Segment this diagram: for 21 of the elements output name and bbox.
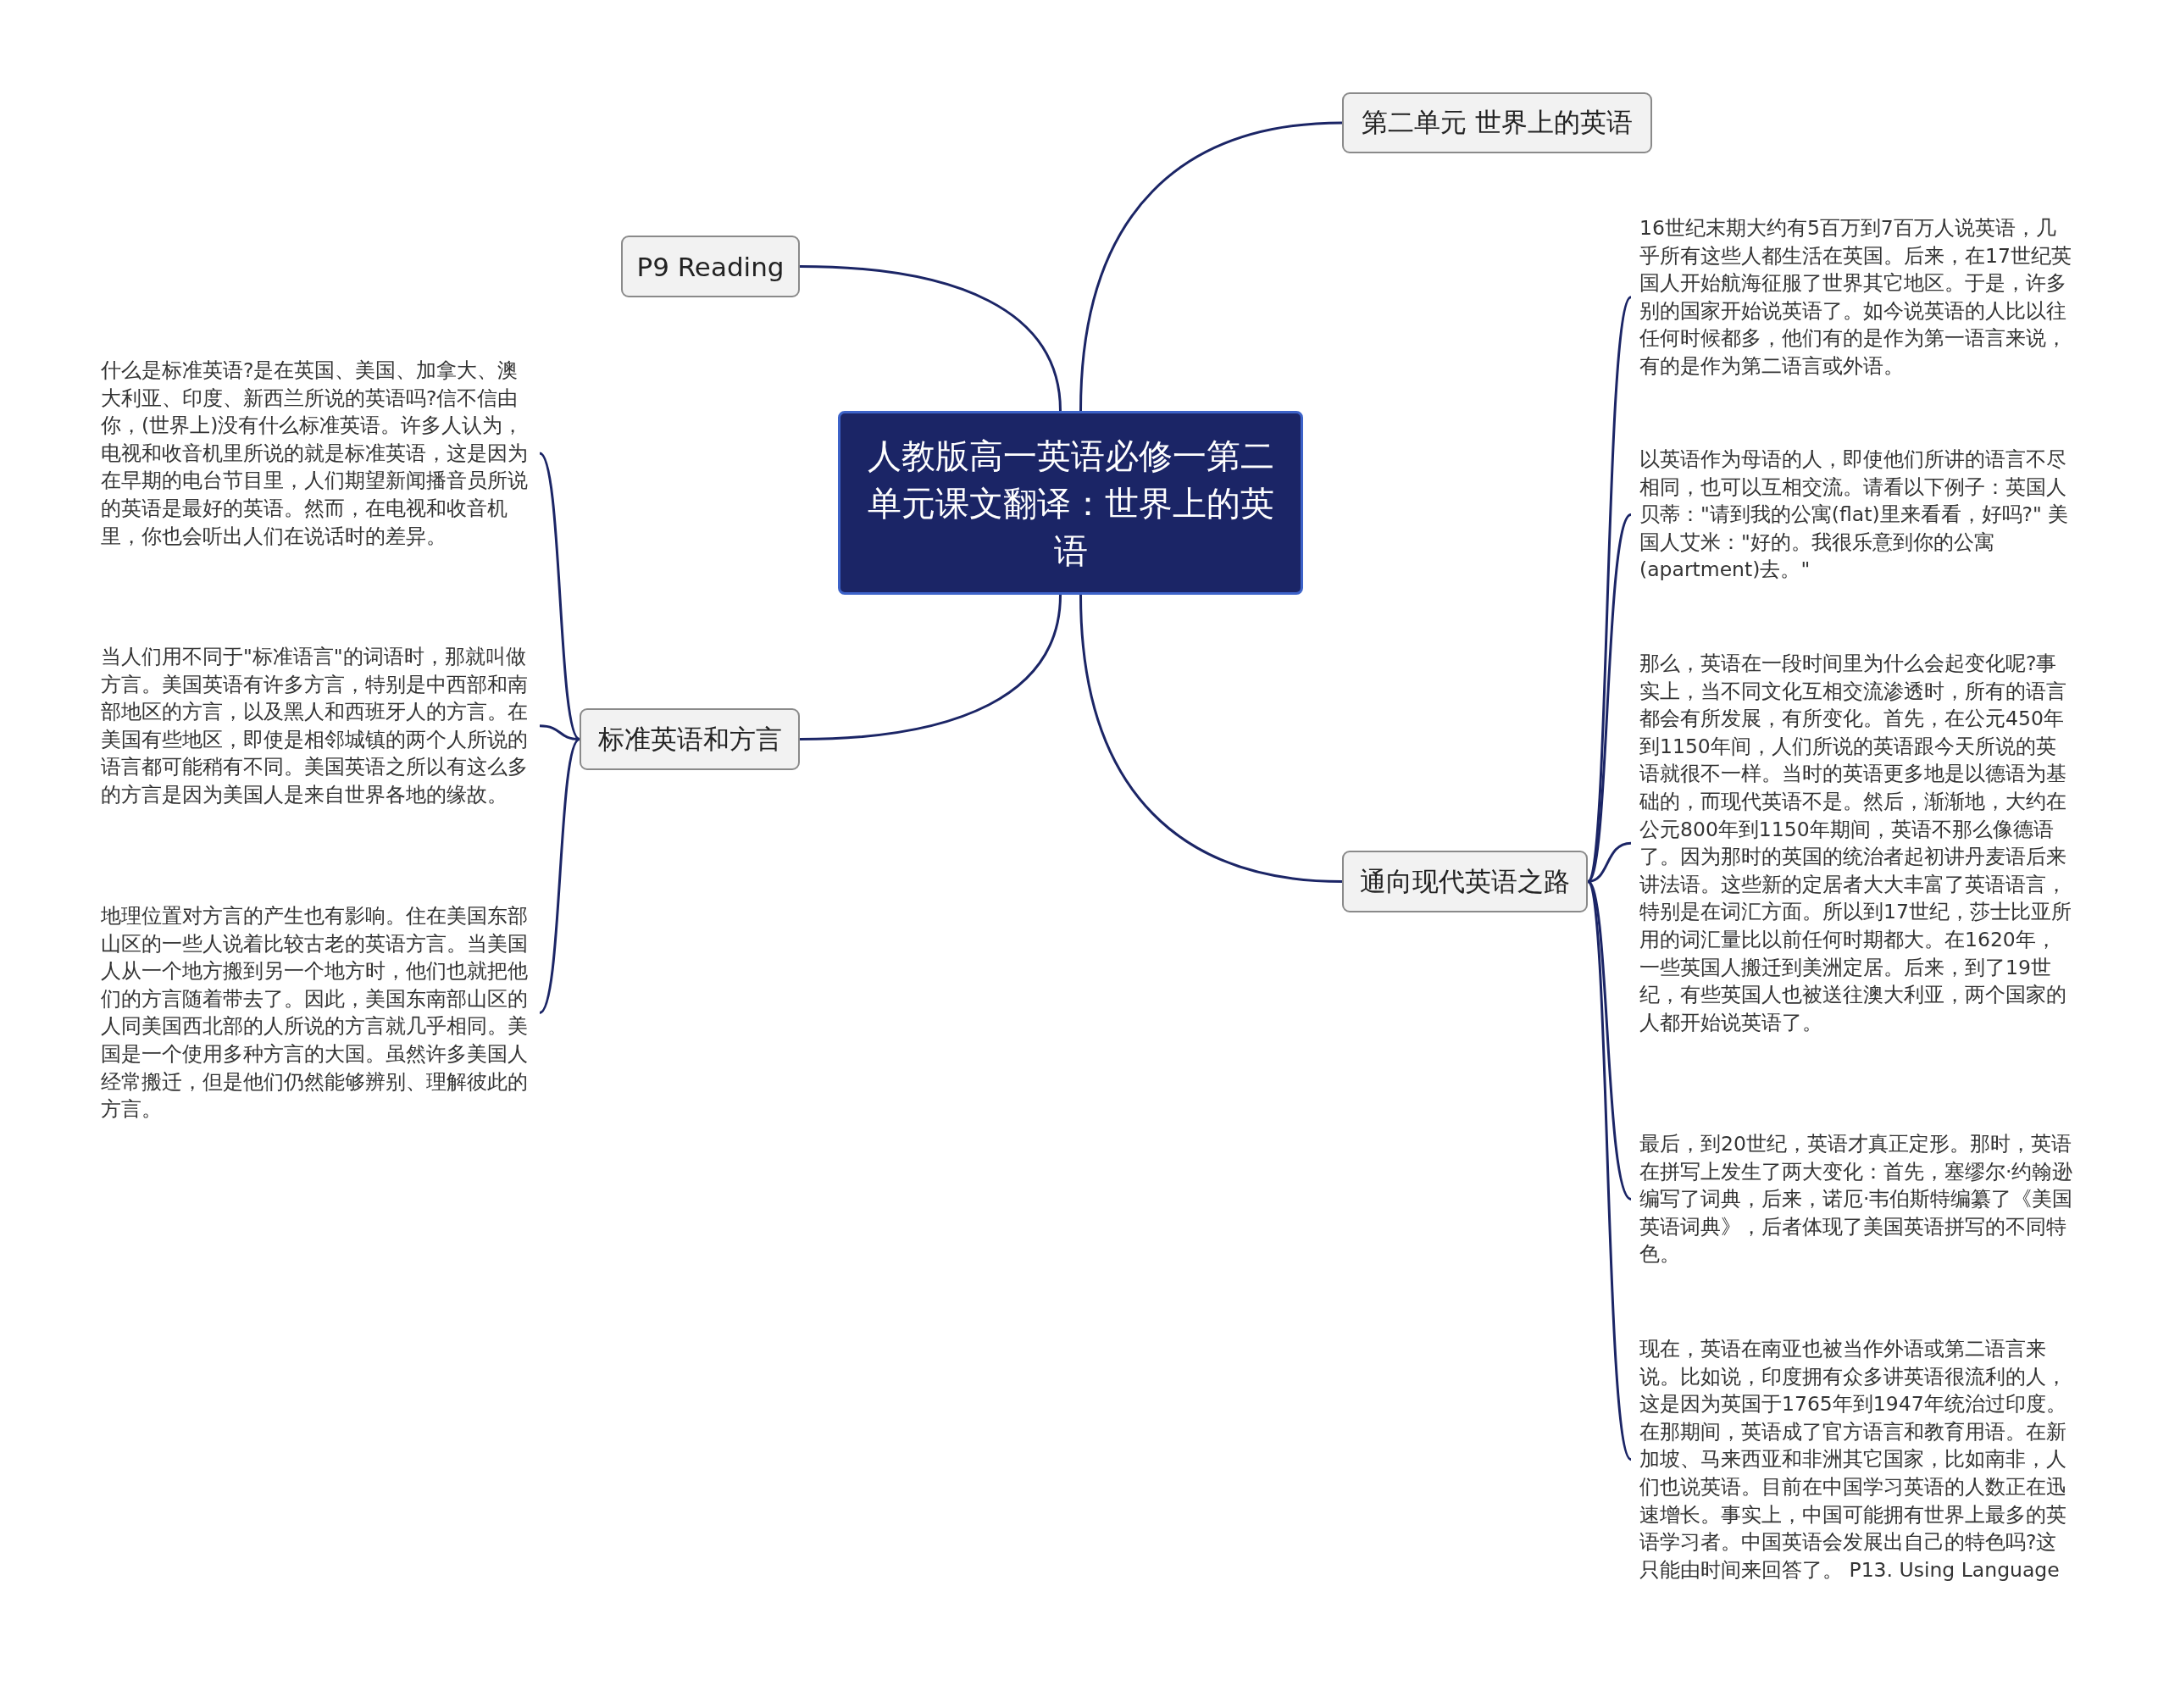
- topic-box: 标准英语和方言: [580, 708, 800, 770]
- connector-line: [799, 265, 1062, 412]
- connector-line: [538, 738, 581, 1014]
- paragraph-text: 以英语作为母语的人，即使他们所讲的语言不尽相同，也可以互相交流。请看以下例子：英国人贝蒂："请到我的公寓(flat)里来看看，好吗?" 美国人艾米："好的。我很乐意到你的公寓(apartment)去。": [1639, 446, 2073, 584]
- connector-line: [1079, 121, 1343, 412]
- paragraph-text: 16世纪末期大约有5百万到7百万人说英语，几乎所有这些人都生活在英国。后来，在17世纪英国人开始航海征服了世界其它地区。于是，许多别的国家开始说英语了。如今说英语的人比以往任何时候都多，他们有的是作为第一语言来说，有的是作为第二语言或外语。: [1639, 214, 2073, 380]
- paragraph-text: 地理位置对方言的产生也有影响。住在美国东部山区的一些人说着比较古老的英语方言。当美国人从一个地方搬到另一个地方时，他们也就把他们的方言随着带去了。因此，美国东南部山区的人同美国西北部的人所说的方言就几乎相同。美国是一个使用多种方言的大国。虽然许多美国人经常搬迁，但是他们仍然能够辨别、理解彼此的方言。: [101, 902, 535, 1123]
- topic-box: P9 Reading: [621, 236, 800, 297]
- connector-line: [538, 452, 581, 740]
- central-topic-box: 人教版高一英语必修一第二单元课文翻译：世界上的英语: [838, 411, 1303, 595]
- paragraph-text: 当人们用不同于"标准语言"的词语时，那就叫做方言。美国英语有许多方言，特别是中西部和南部地区的方言，以及黑人和西班牙人的方言。在美国有些地区，即使是相邻城镇的两个人所说的语言都可能稍有不同。美国英语之所以有这么多的方言是因为美国人是来自世界各地的缘故。: [101, 643, 535, 809]
- paragraph-text: 那么，英语在一段时间里为什么会起变化呢?事实上，当不同文化互相交流渗透时，所有的语言都会有所发展，有所变化。首先，在公元450年到1150年间，人们所说的英语跟今天所说的英语就很不一样。当时的英语更多地是以德语为基础的，而现代英语不是。然后，渐渐地，大约在公元800年到1150年期间，英语不那么像德语了。因为那时的英国的统治者起初讲丹麦语后来讲法语。这些新的定居者大大丰富了英语语言，特别是在词汇方面。所以到17世纪，莎士比亚所用的词汇量比以前任何时期都大。在1620年，一些英国人搬迁到美洲定居。后来，到了19世纪，有些英国人也被送往澳大利亚，两个国家的人都开始说英语了。: [1639, 650, 2073, 1037]
- paragraph-text: 什么是标准英语?是在英国、美国、加拿大、澳大利亚、印度、新西兰所说的英语吗?信不信由你，(世界上)没有什么标准英语。许多人认为，电视和收音机里所说的就是标准英语，这是因为在早期的电台节目里，人们期望新闻播音员所说的英语是最好的英语。然而，在电视和收音机里，你也会听出人们在说话时的差异。: [101, 357, 535, 551]
- connector-line: [799, 594, 1062, 740]
- paragraph-text: 现在，英语在南亚也被当作外语或第二语言来说。比如说，印度拥有众多讲英语很流利的人，这是因为英国于1765年到1947年统治过印度。在那期间，英语成了官方语言和教育用语。在新加坡、马来西亚和非洲其它国家，比如南非，人们也说英语。目前在中国学习英语的人数正在迅速增长。事实上，中国可能拥有世界上最多的英语学习者。中国英语会发展出自己的特色吗?这只能由时间来回答了。 P13. Using Language: [1639, 1335, 2073, 1584]
- connector-line: [1079, 594, 1343, 883]
- topic-box: 第二单元 世界上的英语: [1342, 92, 1652, 153]
- connector-line: [1586, 880, 1633, 1461]
- connector-line: [1586, 513, 1633, 883]
- topic-box: 通向现代英语之路: [1342, 851, 1588, 912]
- paragraph-text: 最后，到20世纪，英语才真正定形。那时，英语在拼写上发生了两大变化：首先，塞缪尔·约翰逊编写了词典，后来，诺厄·韦伯斯特编纂了《美国英语词典》，后者体现了美国英语拼写的不同特色。: [1639, 1130, 2073, 1268]
